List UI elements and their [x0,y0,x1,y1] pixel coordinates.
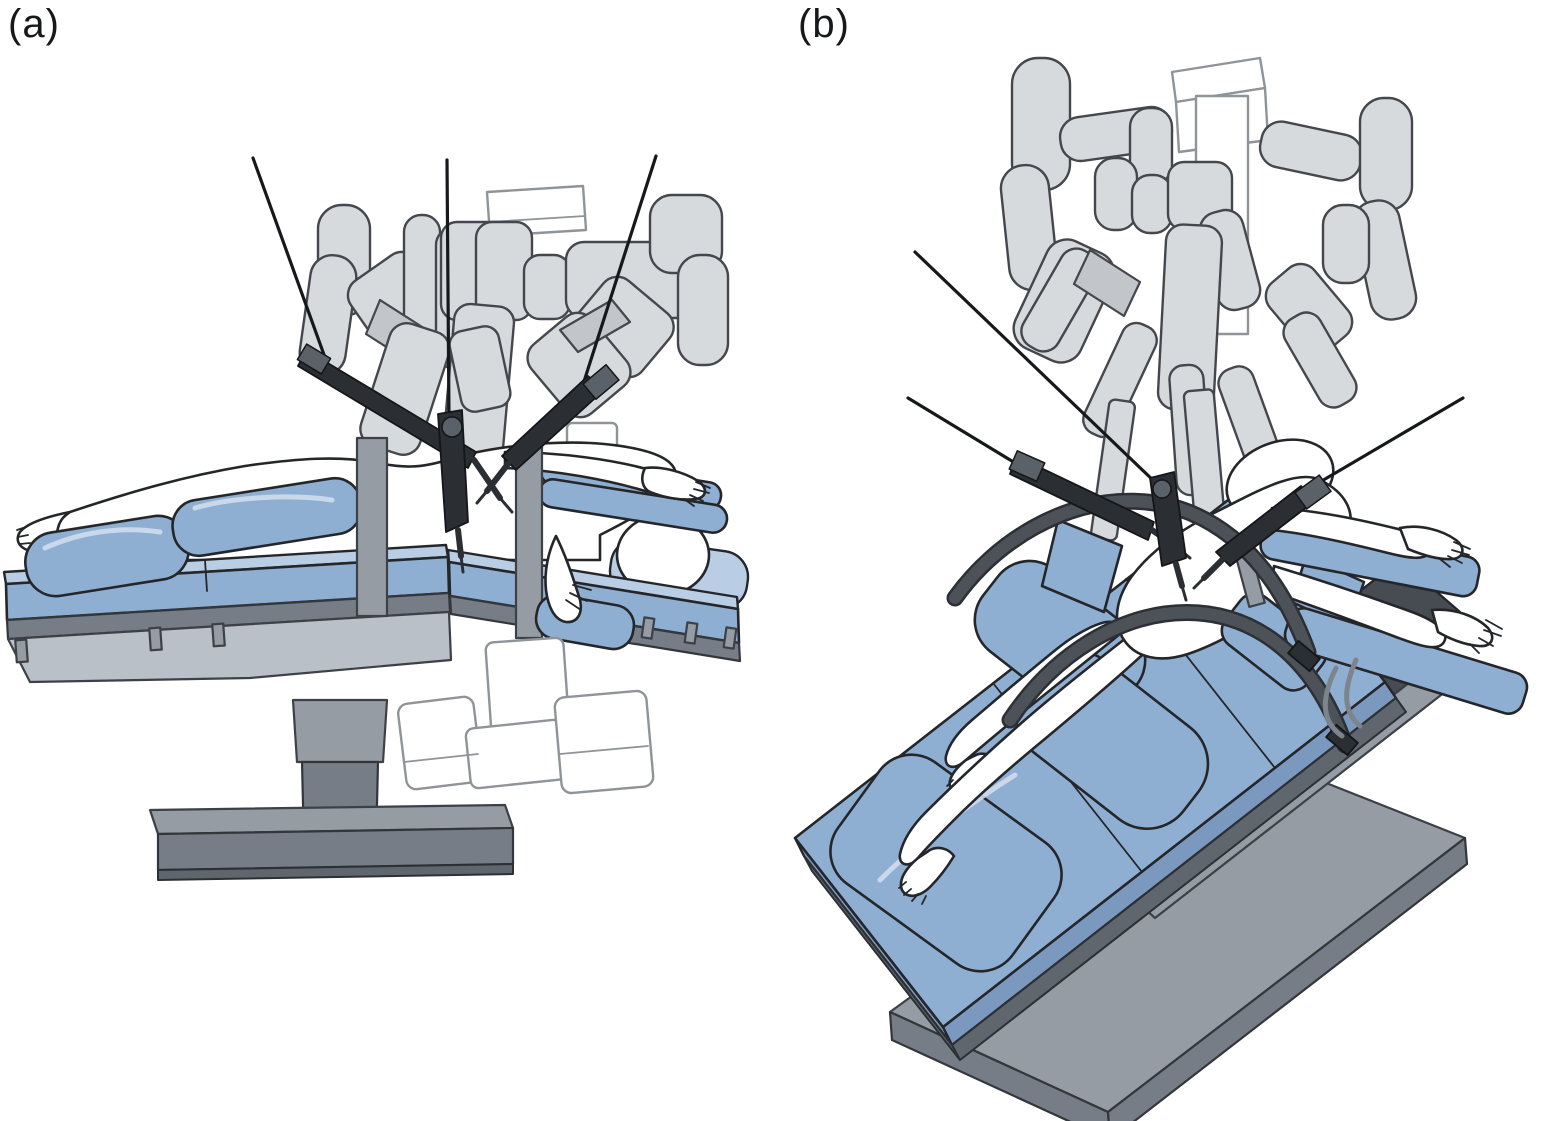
table-peg [683,621,699,645]
robot-arm-segment [676,253,730,367]
patient-hand-lower [1430,608,1494,648]
table-peg [640,616,656,640]
ghost-seam [403,745,649,763]
robot-arm-segment [1282,311,1358,409]
mattress-frame [803,697,1407,1061]
camera-tip [1173,561,1185,589]
panel-b-illustration [793,56,1529,1121]
panel-b-label: (b) [798,2,850,46]
robot-arm-segment [1130,173,1174,235]
base-lip [157,863,514,881]
robot-arm-segment [1093,156,1139,232]
ghost-box [553,689,655,795]
instrument-arm-camera [1149,471,1188,602]
patient-foot-near [899,846,956,897]
finger-lines [565,584,592,611]
robot-arm-segment [522,253,572,321]
bolster-highlight [192,494,335,511]
base-front-right [1106,836,1469,1121]
finger-lines [683,481,711,507]
holder-clamp [582,363,620,401]
camera-tip-thin [1180,584,1188,602]
holder-clamp [296,343,332,375]
instruments [251,154,658,574]
patient-arm-lower [1270,564,1447,649]
base-front [156,826,515,872]
instrument-tip-thin [1192,576,1206,590]
robot-arm-segment [1358,96,1414,212]
instrument-arm-camera [437,409,469,574]
instrument-arm-right [1192,474,1332,590]
robot-arms [298,193,730,478]
robot-arm-segment [1321,203,1371,285]
support-post [355,436,389,618]
instrument-arm-right [475,363,620,505]
table-peg [14,638,29,664]
mattress-seam [204,559,208,592]
ghost-robot-base [396,636,655,795]
instrument-tip [471,457,503,501]
arm-dependent [534,534,636,651]
instrument-shaft-left [251,156,338,390]
holder-clamp [1008,450,1046,482]
instrument-tip [484,461,511,494]
instrument-shaft-camera [913,250,1159,486]
instrument-shaft-right [578,154,658,396]
toe-lines [898,881,927,905]
table-peg [211,622,226,648]
camera-joint [441,416,463,438]
holder-clamp [1294,474,1332,510]
instrument-tip-thin [498,496,514,514]
instrument-tip [1201,555,1227,581]
instrument-arm-left [1008,450,1192,560]
leg-bolsters [24,476,363,598]
table-peg [148,626,163,652]
pedestal-upper [291,698,389,764]
instruments [906,250,1465,602]
robot-link [1072,248,1142,318]
camera-tip [455,527,464,559]
panel-a-illustration [2,154,750,881]
strap-lower [1004,606,1351,751]
strap-upper [949,495,1314,658]
body-straps [946,492,1363,757]
robot-link [558,298,632,354]
arm-board-upper [503,450,729,534]
instrument-arm-left [296,343,514,514]
side-rail-tube [1322,657,1363,739]
drape-left [1040,518,1124,614]
patient-leg-near [898,636,1154,866]
instrument-shaft-camera [445,158,451,422]
patient-forearm [544,534,583,624]
finger-lines [1439,541,1471,568]
toe-lines [16,526,31,545]
arm-boards [1230,506,1529,715]
camera-tip-thin [459,554,465,574]
robot-arm-segment [448,325,512,413]
instrument-tip-thin [475,489,489,505]
finger-lines [1469,619,1503,654]
patient-hand [640,466,707,501]
instrument-shaft-right [1301,396,1465,494]
robot-arm-segment [1082,321,1158,439]
camera-joint [1152,479,1172,499]
instrument-shaft-left [906,396,1022,468]
table-pedestal [148,698,515,881]
bolster-highlight [42,527,163,551]
strap-anchor [1287,639,1321,673]
camera-holder [437,409,469,533]
ghost-box [464,718,568,790]
robot-arm-segment [1258,120,1364,182]
panel-a-label: (a) [8,2,60,46]
table-peg [722,626,738,650]
